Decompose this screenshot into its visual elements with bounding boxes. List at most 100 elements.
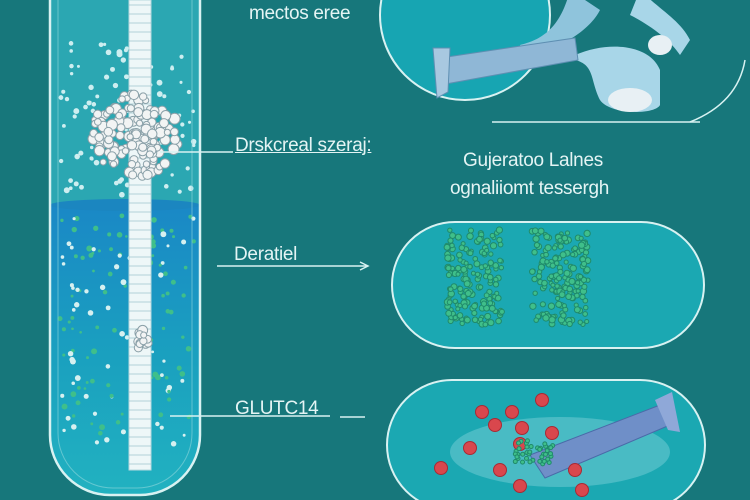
green-particle (494, 294, 502, 302)
bubble (105, 49, 112, 56)
green-particle (561, 234, 569, 242)
green-particle (480, 300, 488, 307)
green-particle (445, 264, 452, 272)
particle (109, 393, 114, 398)
green-particle (529, 302, 537, 310)
green-particle (541, 279, 548, 287)
green-particle (572, 245, 578, 252)
particle (179, 371, 186, 377)
green-particle (524, 444, 530, 450)
green-particle (577, 319, 583, 325)
green-particle (484, 312, 492, 320)
crystal (163, 128, 171, 136)
green-particle (580, 260, 588, 268)
green-particle (520, 459, 526, 465)
particle (158, 263, 162, 267)
particle (76, 386, 81, 390)
bubble (73, 108, 80, 115)
crystal (93, 109, 103, 119)
green-particle (496, 236, 503, 244)
bubble (156, 79, 163, 86)
green-particle (476, 235, 483, 243)
green-particle (494, 290, 500, 296)
green-particle (551, 245, 558, 251)
crystal (142, 169, 153, 180)
particle (125, 235, 128, 238)
leader-lines (160, 121, 700, 418)
crystal-cluster (87, 89, 183, 181)
green-particle (446, 299, 453, 306)
green-particle (558, 291, 566, 299)
bubble (112, 82, 119, 89)
particle (71, 308, 76, 312)
green-particle (549, 287, 555, 293)
green-particle (482, 321, 489, 328)
green-particle (447, 237, 454, 244)
green-particle (575, 288, 581, 294)
particle (161, 326, 166, 331)
particle (90, 378, 95, 384)
crystal (170, 127, 179, 137)
particle (154, 374, 161, 381)
red-particle (513, 479, 527, 493)
green-particle (487, 259, 494, 266)
green-particle (459, 320, 465, 327)
green-particle (548, 316, 556, 324)
green-particle (520, 451, 526, 457)
green-particle (497, 241, 504, 248)
particle (70, 315, 75, 320)
green-particle (557, 237, 563, 243)
green-particle (532, 235, 540, 243)
green-particle (527, 459, 533, 465)
vessel-diagram (379, 0, 690, 112)
green-particle (454, 233, 462, 241)
crystal (169, 134, 181, 145)
particle (74, 375, 81, 381)
bubble (78, 150, 84, 156)
green-particle (563, 259, 569, 265)
bubble (76, 64, 80, 68)
crystal (140, 331, 148, 339)
green-particle (533, 241, 541, 249)
green-particle (471, 302, 478, 310)
particle (69, 245, 74, 250)
green-particle (531, 249, 538, 256)
bubble (180, 133, 185, 138)
green-particle (487, 300, 494, 307)
particle (170, 279, 176, 285)
green-particle (456, 312, 464, 319)
green-particle (488, 304, 496, 312)
green-particle (560, 312, 567, 319)
green-particle (565, 293, 573, 301)
particle (85, 380, 89, 384)
green-particle (455, 271, 461, 277)
crystal (93, 145, 106, 157)
bubble (64, 96, 70, 102)
bubble (163, 184, 169, 189)
green-particle (583, 266, 591, 274)
green-particle (573, 306, 581, 314)
particle (60, 255, 65, 259)
green-particle (493, 276, 499, 283)
crystal (126, 140, 138, 151)
bubble (58, 158, 64, 164)
particle (112, 327, 117, 333)
particle (109, 247, 113, 252)
green-particle (443, 243, 451, 251)
green-particle (557, 243, 564, 250)
particle (57, 316, 63, 322)
particle (94, 440, 100, 445)
particle (151, 350, 155, 354)
green-particle (528, 444, 534, 450)
particle (105, 364, 111, 369)
particle (71, 286, 75, 290)
bubble (116, 49, 123, 56)
bubble (117, 178, 123, 184)
bubble (119, 191, 125, 198)
green-particle (471, 316, 479, 324)
particle (176, 365, 182, 371)
bubble (110, 66, 115, 72)
bubble (113, 180, 119, 186)
green-particle (531, 227, 539, 235)
green-particle (556, 275, 563, 282)
